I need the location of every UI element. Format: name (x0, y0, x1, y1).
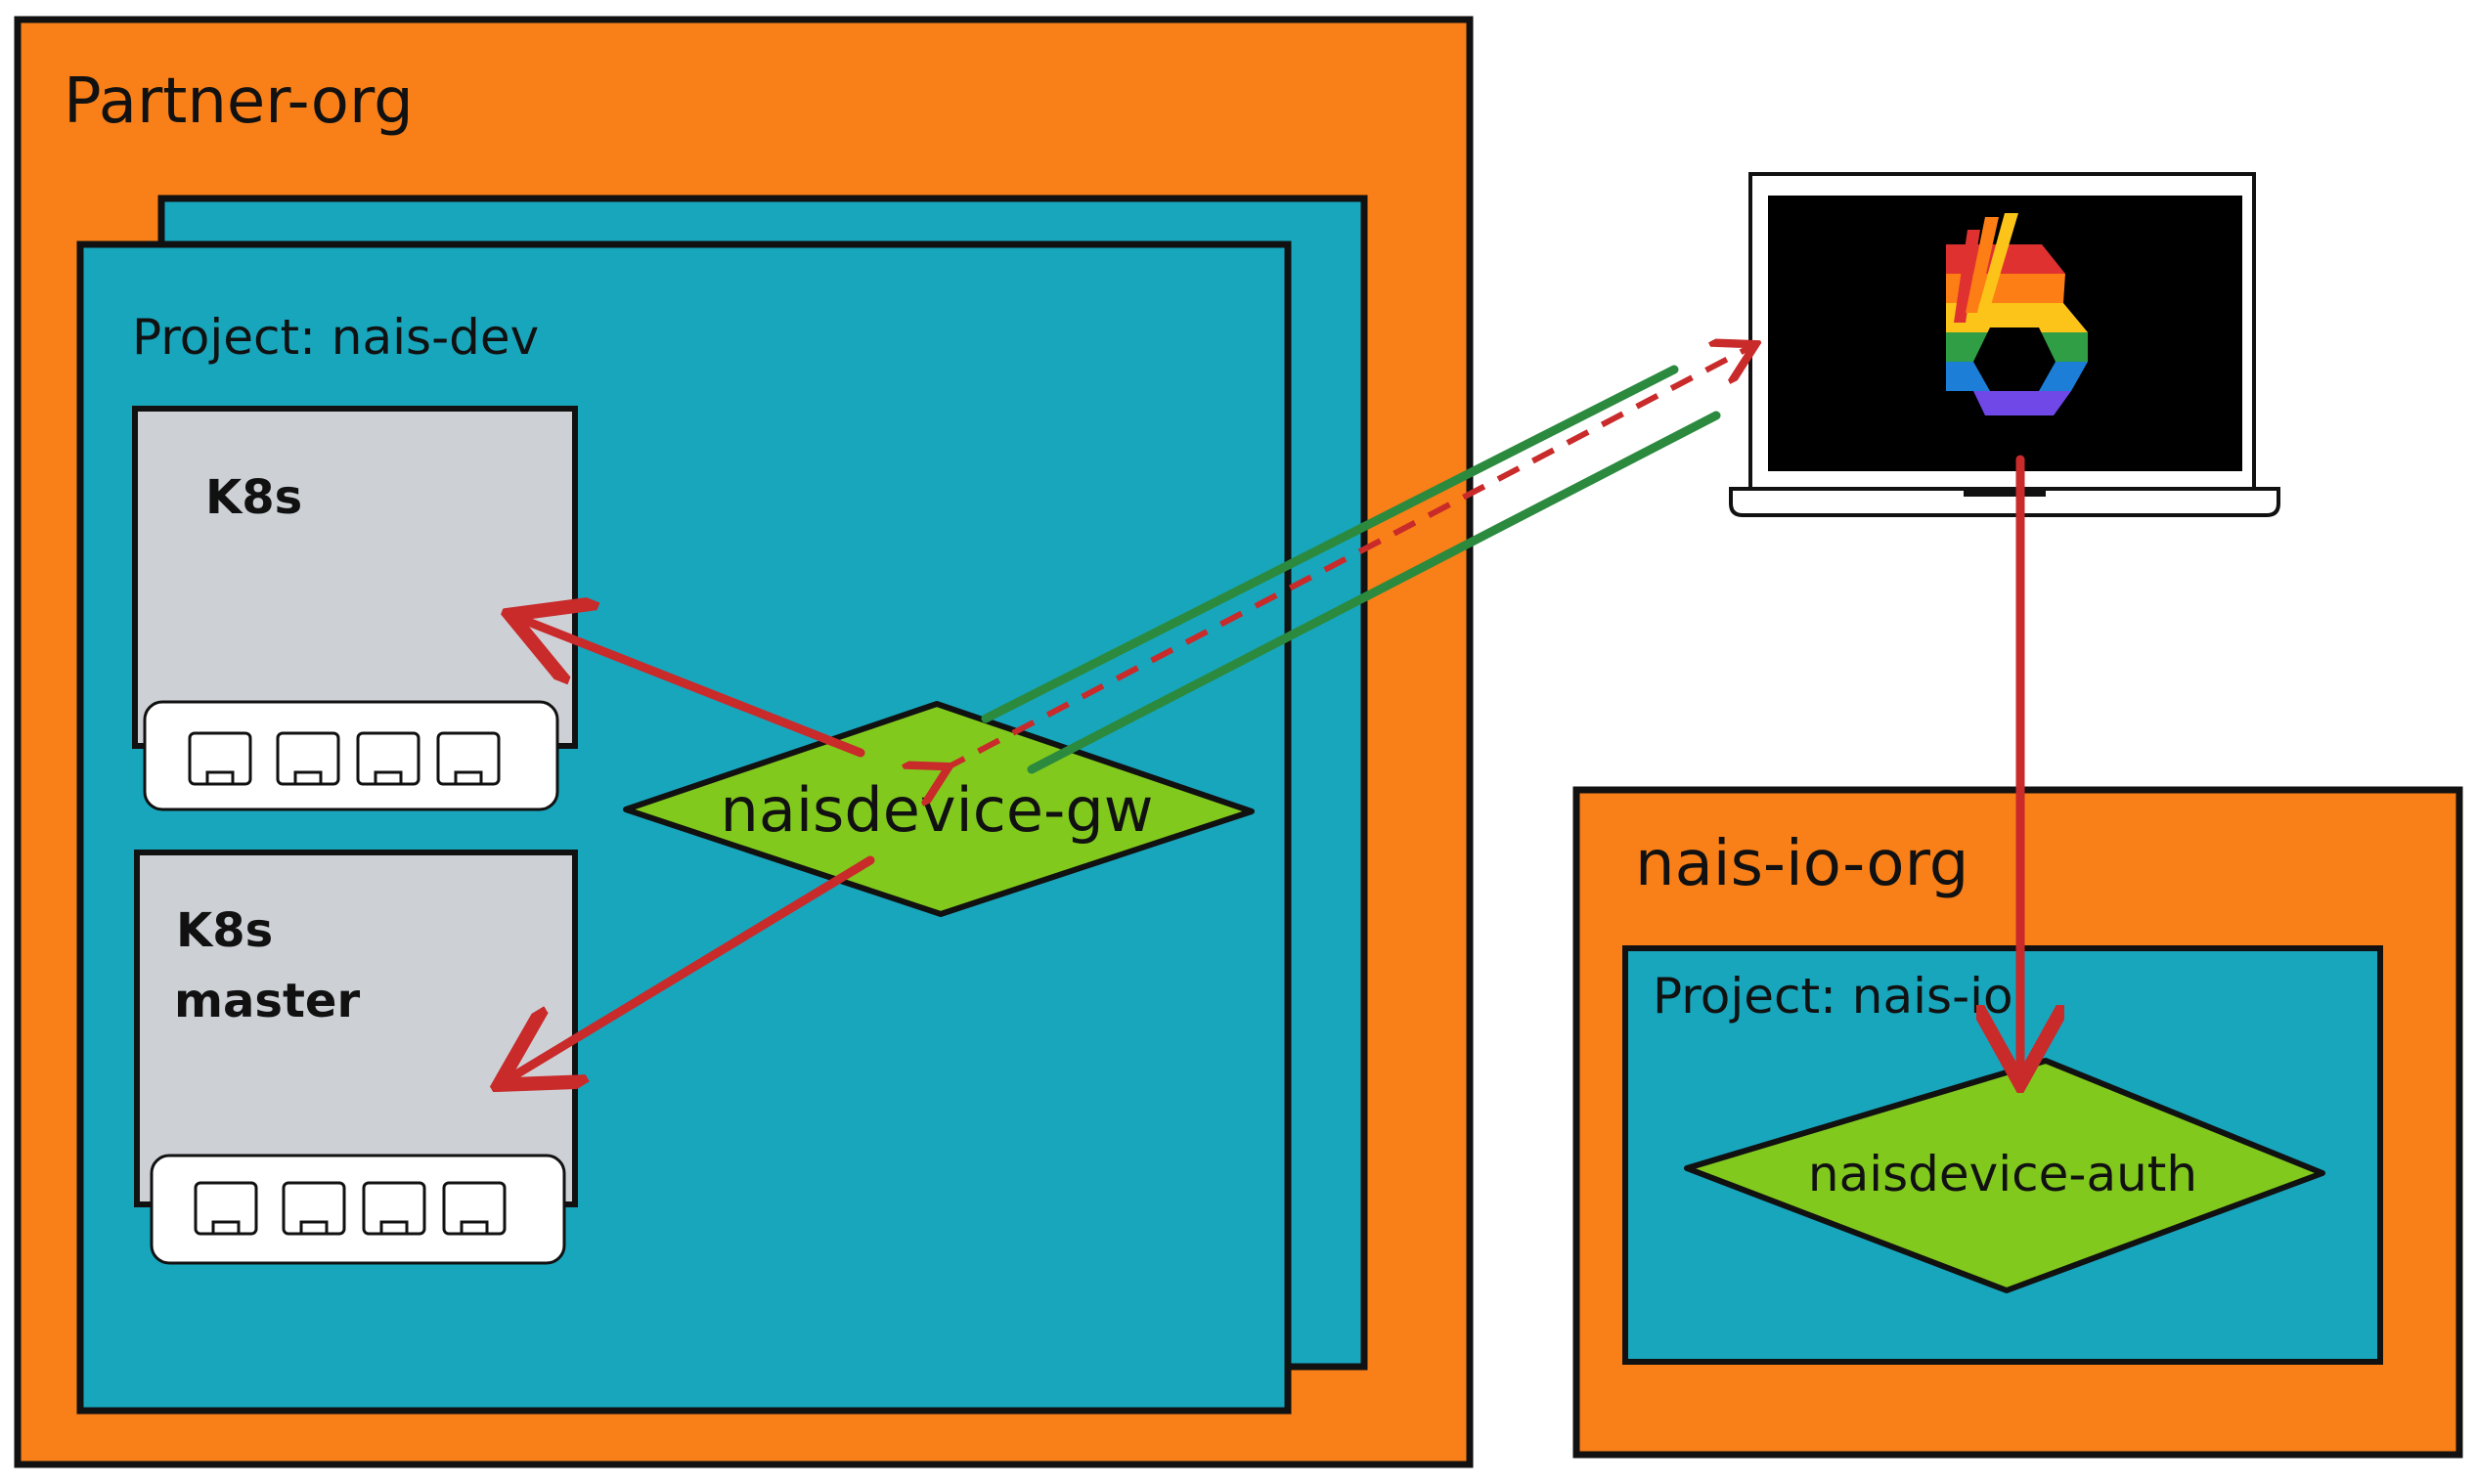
ethernet-port-icon (442, 1181, 507, 1236)
ethernet-port-icon (282, 1181, 346, 1236)
ethernet-port-icon (188, 731, 252, 786)
k8s-master-cluster: K8s master (134, 850, 578, 1265)
ethernet-port-icon (436, 731, 501, 786)
k8s-cluster-label: K8s (205, 470, 302, 525)
nais-io-org-label: nais-io-org (1635, 828, 1968, 900)
naisdevice-gw-label: naisdevice-gw (721, 774, 1154, 846)
gw-to-k8s-master-arrow (507, 855, 875, 1080)
k8s-master-label-line2: master (174, 974, 360, 1028)
naisdevice-auth-label: naisdevice-auth (1808, 1146, 2197, 1202)
partner-org-label: Partner-org (64, 65, 414, 138)
ethernet-port-icon (276, 731, 340, 786)
k8s-master-label-line1: K8s (176, 903, 273, 958)
naisdevice-auth-node: naisdevice-auth (1684, 1058, 2325, 1293)
project-nais-io-label: Project: nais-io (1653, 968, 2013, 1025)
gw-to-k8s-arrow (518, 618, 865, 758)
laptop-icon (1729, 172, 2280, 517)
project-nais-dev-label: Project: nais-dev (132, 309, 539, 366)
ethernet-port-icon (194, 1181, 258, 1236)
ethernet-port-icon (356, 731, 420, 786)
dashed-connection-arrow (944, 347, 1750, 769)
k8s-cluster: K8s (132, 406, 578, 811)
ethernet-port-icon (362, 1181, 426, 1236)
nais-rainbow-logo-icon (1946, 213, 2088, 415)
